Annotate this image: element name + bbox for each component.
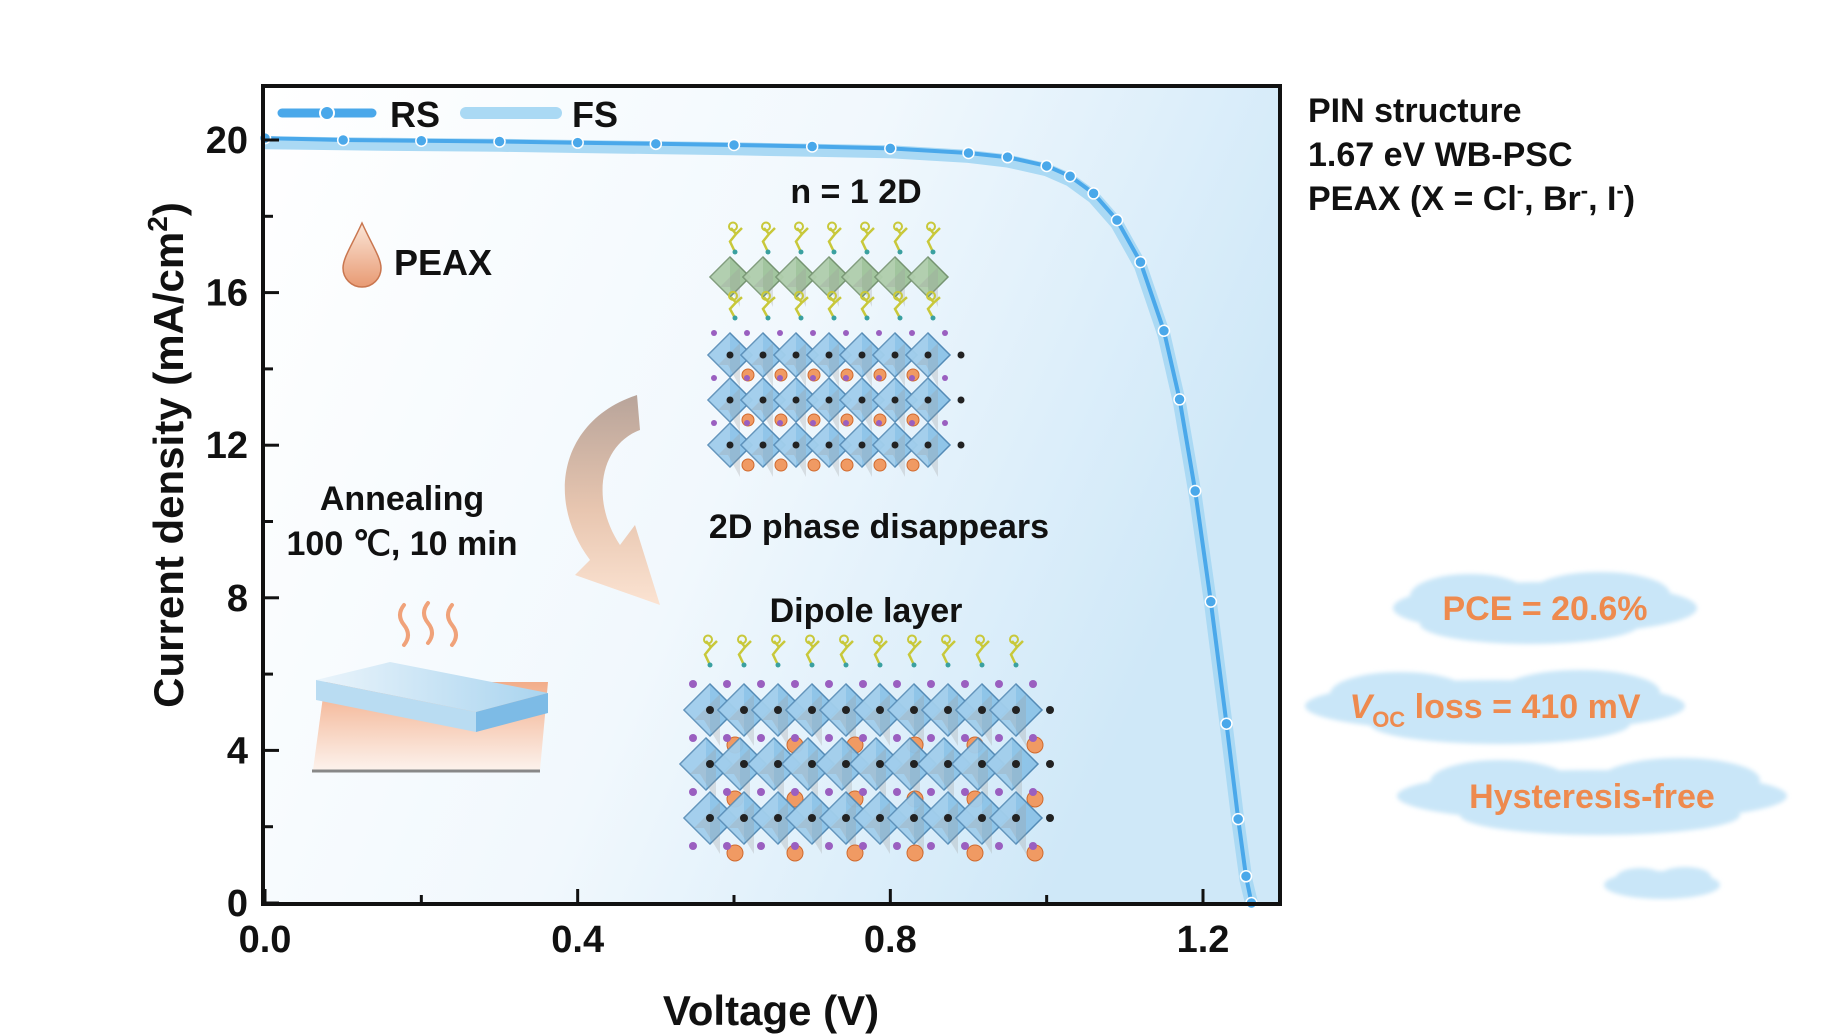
info-structure: PIN structure [1308,92,1522,130]
x-tick-label: 0.8 [864,919,917,961]
voc-cloud: VOC loss = 410 mV [1305,670,1685,744]
legend-fs-label: FS [572,94,618,135]
y-tick-label: 4 [227,730,248,772]
info-peax: PEAX (X = Cl-, Br-, I-) [1308,178,1635,218]
rs-series-line [264,136,1254,904]
peax-label: PEAX [394,242,492,283]
small-cloud [1604,867,1720,899]
rs-data-point [1110,213,1124,227]
n1-2d-structure [706,221,965,477]
dipole-layer-label: Dipole layer [770,592,963,630]
y-tick-label: 20 [206,120,248,162]
x-axis-label: Voltage (V) [663,987,879,1034]
rs-data-point [415,134,428,148]
rs-data-point [884,142,897,155]
curves [258,131,1258,910]
y-tick-label: 8 [227,578,248,620]
rs-data-point [1239,870,1253,883]
rs-data-point [1040,159,1053,173]
annealing-conditions-label: 100 ℃, 10 min [287,525,518,563]
rs-data-point [649,137,663,151]
x-tick-label: 0.4 [551,919,604,961]
rs-data-point [805,140,819,153]
rs-data-point [1173,393,1186,406]
hysteresis-label: Hysteresis-free [1469,778,1715,816]
rs-data-point [493,135,506,148]
rs-data-point [336,133,350,147]
drop-icon [342,221,382,288]
phase-disappears-label: 2D phase disappears [709,508,1049,546]
y-tick-label: 12 [206,425,248,467]
legend-rs-label: RS [390,94,440,135]
heat-waves-icon [398,601,458,647]
y-tick-label: 0 [227,883,248,925]
hysteresis-cloud: Hysteresis-free [1397,758,1787,835]
rs-data-point [1188,484,1202,498]
rs-data-point [1157,324,1171,337]
y-axis-label: Current density (mA/cm2) [142,202,192,708]
annealing-label: Annealing [320,480,484,518]
voc-loss-value: VOC loss = 410 mV [1350,688,1641,732]
n1-2d-label: n = 1 2D [790,173,921,211]
rs-data-point [1204,595,1218,608]
pce-cloud: PCE = 20.6% [1393,572,1697,644]
pce-value: PCE = 20.6% [1442,590,1647,628]
rs-data-point [1001,150,1014,164]
transition-arrow [564,395,660,605]
rs-data-point [571,136,584,149]
rs-data-point [1231,812,1245,826]
info-bandgap: 1.67 eV WB-PSC [1308,136,1573,174]
y-tick-label: 16 [206,273,248,315]
annealing-illustration [312,601,548,773]
x-tick-label: 0.0 [239,919,292,961]
plot-frame [261,84,1282,906]
legend: RS FS [277,94,618,135]
x-tick-label: 1.2 [1177,919,1230,961]
rs-data-point [1087,187,1100,200]
rs-data-point [1063,169,1077,183]
rs-data-point [727,138,741,152]
legend-rs-marker [319,105,335,121]
rs-data-point [1134,255,1147,269]
axis-ticks: 0.0 0.4 0.8 1.2 0 4 8 12 16 20 [206,120,1230,961]
rs-data-point [1220,717,1233,730]
rs-data-point [962,146,975,160]
dipole-layer-structure [678,634,1054,862]
